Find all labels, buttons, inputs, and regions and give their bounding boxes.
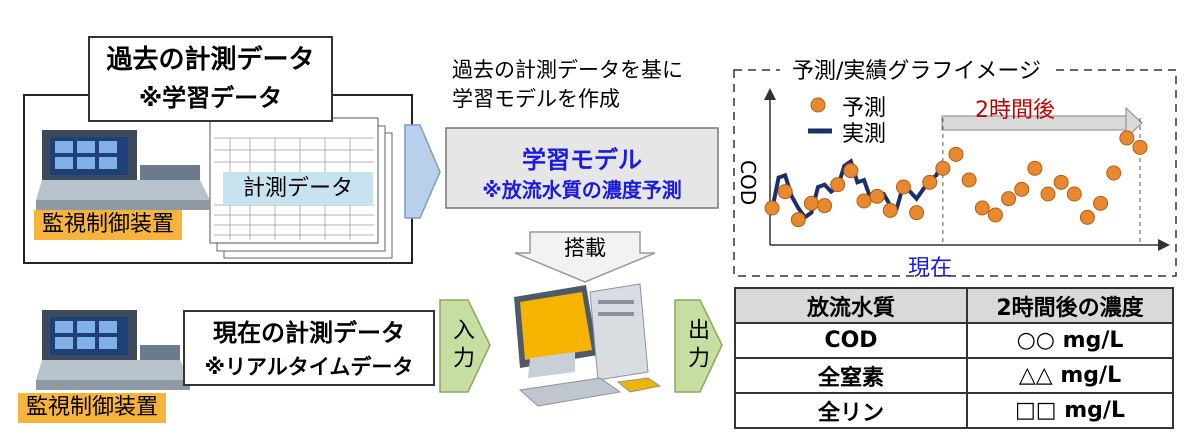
predicted-point	[1079, 209, 1095, 225]
predicted-point	[803, 195, 819, 211]
horizon-arrow-head	[1125, 106, 1143, 140]
current-data-title: 現在の計測データ	[213, 319, 405, 347]
predicted-point	[817, 198, 833, 214]
past-data-subtitle: ※学習データ	[138, 84, 283, 112]
predicted-point	[882, 202, 898, 218]
input-arrow	[439, 299, 491, 393]
model-title: 学習モデル	[522, 146, 642, 174]
predicted-point	[895, 179, 911, 195]
model-caption: 過去の計測データを基に 学習モデルを作成	[452, 56, 683, 114]
predicted-point	[1027, 160, 1043, 176]
predicted-point	[777, 184, 793, 200]
chart-title: 予測/実績グラフイメージ	[780, 53, 1053, 85]
output-label: 出力	[684, 318, 709, 374]
table-cell-value: □□ mg/L	[966, 392, 1174, 429]
install-label: 搭載	[564, 236, 606, 260]
current-data-title-box: 現在の計測データ ※リアルタイムデータ	[183, 310, 435, 386]
arrow-to-model	[404, 124, 441, 219]
input-label: 入力	[449, 318, 474, 374]
table-cell-name: 全窒素	[734, 357, 968, 394]
control-device-label-bottom: 監視制御装置	[18, 393, 167, 423]
model-caption-line2: 学習モデルを作成	[452, 87, 620, 111]
predicted-point	[1119, 130, 1135, 146]
model-caption-line1: 過去の計測データを基に	[452, 58, 683, 82]
predicted-point	[1093, 195, 1109, 211]
current-data-subtitle: ※リアルタイムデータ	[204, 355, 414, 379]
predicted-point	[869, 188, 885, 204]
predicted-point	[922, 174, 938, 190]
predicted-point	[830, 177, 846, 193]
predicted-point	[1132, 139, 1148, 155]
table-cell-value: △△ mg/L	[966, 357, 1174, 394]
predicted-point	[843, 163, 859, 179]
computer-icon	[514, 283, 662, 407]
actual-series-line	[770, 158, 945, 221]
control-room-icon-top	[36, 130, 210, 210]
install-arrow	[514, 231, 656, 283]
predicted-point	[1066, 186, 1082, 202]
predicted-point	[1053, 174, 1069, 190]
result-table: 放流水質 2時間後の濃度 COD ○○ mg/L 全窒素 △△ mg/L 全リン…	[734, 287, 1174, 429]
predicted-point	[764, 200, 780, 216]
predicted-point	[974, 200, 990, 216]
predicted-point	[790, 212, 806, 228]
predicted-point	[856, 193, 872, 209]
predicted-point	[1001, 191, 1017, 207]
measurement-sheet-stack	[209, 117, 393, 259]
predicted-point	[987, 207, 1003, 223]
past-data-title-box: 過去の計測データ ※学習データ	[88, 36, 333, 122]
predicted-point	[1040, 186, 1056, 202]
legend-actual-label: 実測	[842, 122, 887, 147]
horizon-label: 2時間後	[975, 98, 1055, 123]
table-row: 全窒素 △△ mg/L	[734, 357, 1174, 394]
control-room-icon-bottom	[36, 310, 190, 390]
predicted-point	[1014, 181, 1030, 197]
chart-y-label: COD	[736, 160, 760, 206]
output-arrow	[674, 299, 723, 393]
chart-x-label: 現在	[908, 256, 953, 281]
predicted-point	[935, 160, 951, 176]
table-cell-name: COD	[734, 322, 968, 359]
predicted-point	[909, 205, 925, 221]
model-subtitle: ※放流水質の濃度予測	[482, 178, 682, 202]
table-row: COD ○○ mg/L	[734, 322, 1174, 359]
model-box	[445, 127, 719, 209]
predicted-point	[1106, 165, 1122, 181]
table-header-quality: 放流水質	[734, 287, 968, 324]
table-cell-value: ○○ mg/L	[966, 322, 1174, 359]
chart-panel-border	[733, 69, 1177, 277]
predicted-point	[948, 146, 964, 162]
table-row: 全リン □□ mg/L	[734, 392, 1174, 429]
table-header-concentration: 2時間後の濃度	[966, 287, 1174, 324]
measurement-sheet-label: 計測データ	[242, 176, 353, 201]
predicted-point	[961, 172, 977, 188]
table-header-row: 放流水質 2時間後の濃度	[734, 287, 1174, 324]
control-device-label-top: 監視制御装置	[34, 210, 183, 240]
legend-predicted-marker	[810, 97, 826, 113]
legend-predicted-label: 予測	[842, 96, 887, 121]
table-cell-name: 全リン	[734, 392, 968, 429]
past-data-title: 過去の計測データ	[106, 45, 315, 75]
